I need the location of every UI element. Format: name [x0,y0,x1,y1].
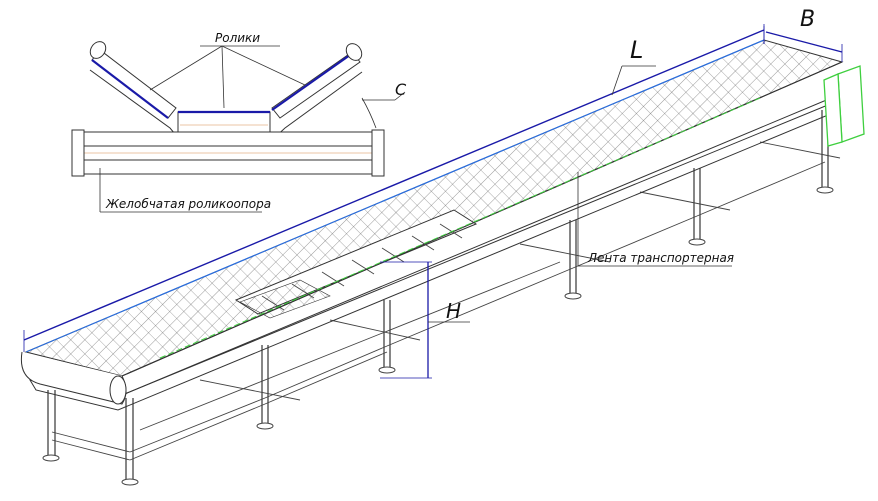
length-label: L [630,36,643,64]
belt-leader [577,172,732,267]
height-dimension [380,261,470,379]
conveyor-assembly [20,39,865,486]
belt-green-edge [159,97,761,359]
belt-label: Лента транспортерная [587,251,734,265]
width-label: B [800,7,815,32]
trough-roller-support-detail [71,41,406,213]
open-section-rollers [234,209,478,319]
trough-support-leader [99,168,262,213]
height-label: H [446,299,461,323]
dimension-lines [23,24,843,379]
left-inclined-roller [89,41,177,119]
cross-braces [51,141,841,461]
support-frame [71,69,385,177]
rollers-label: Ролики [215,31,260,45]
clearance-dimension [361,91,406,129]
trough-support-label: Желобчатая роликоопора [105,197,271,211]
width-dimension [763,26,843,62]
rollers-leader-lines [149,45,306,109]
right-inclined-roller [271,43,363,119]
tail-pulley [20,351,127,405]
clearance-label: C [395,80,407,99]
leg-feet [42,186,834,486]
drive-motor [823,65,865,147]
belt-near-edge [25,39,765,353]
